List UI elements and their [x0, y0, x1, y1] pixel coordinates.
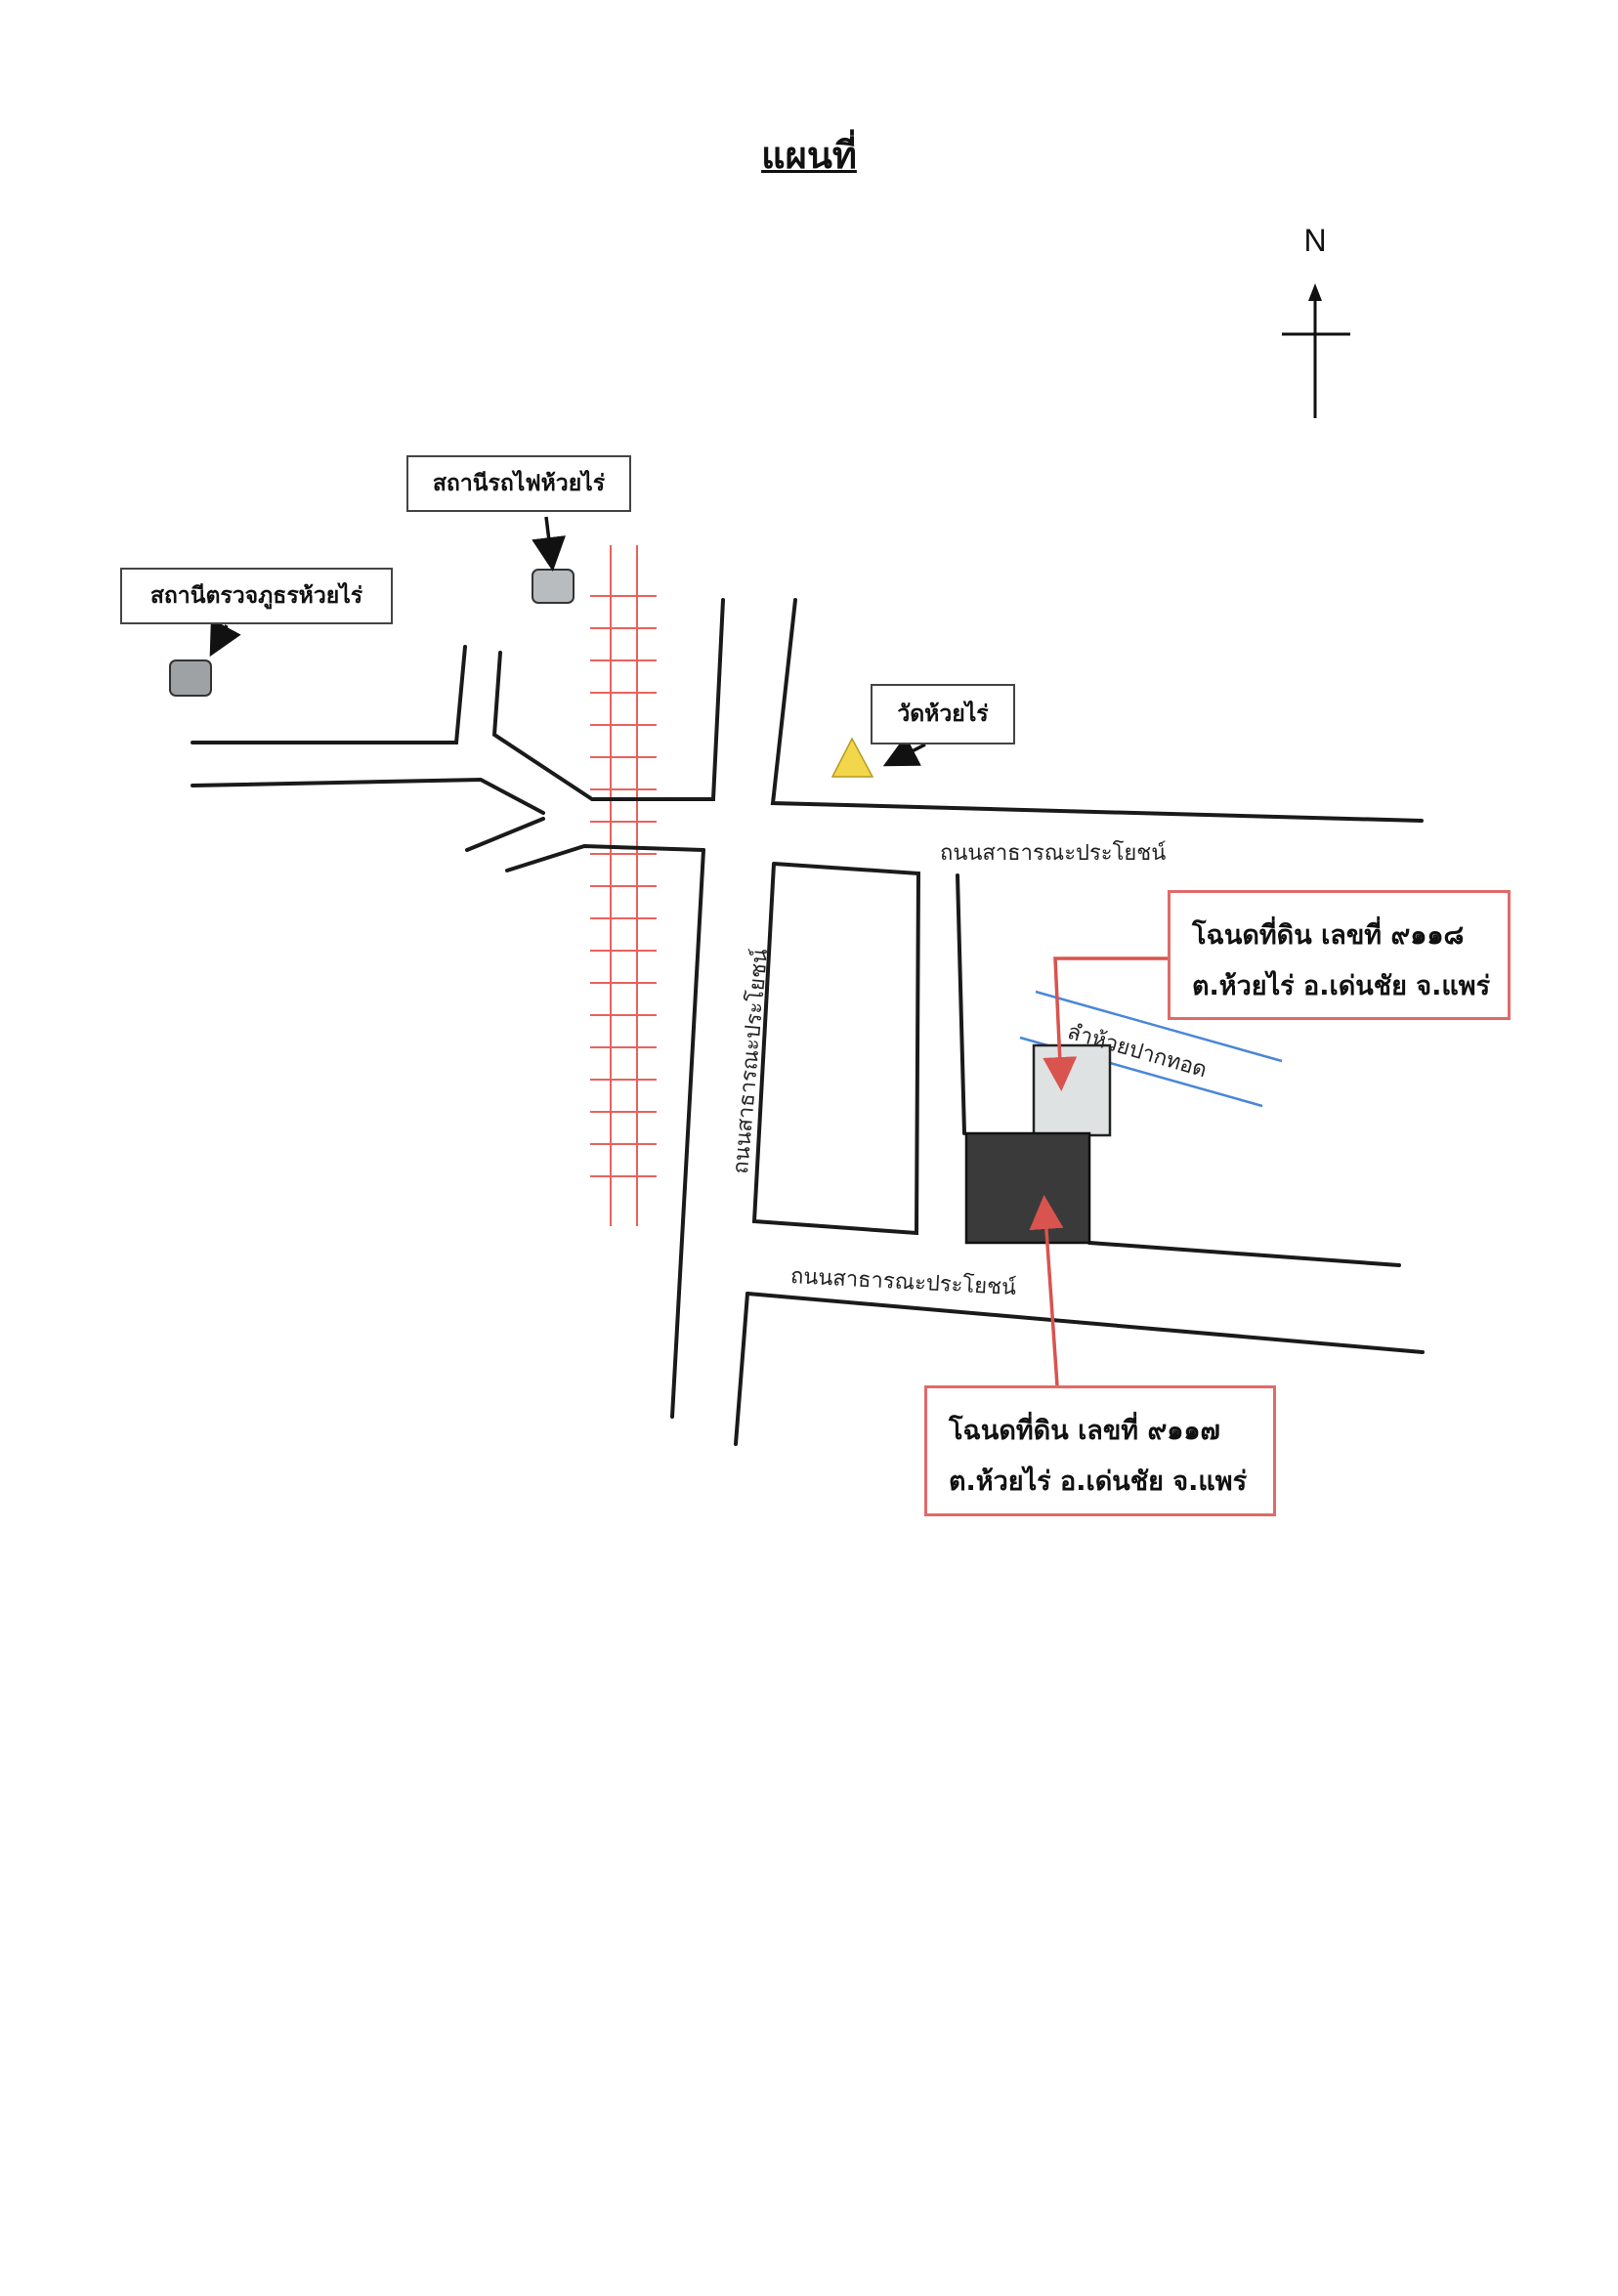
- deed-9118-pointer: [1043, 957, 1169, 1091]
- police-station-marker-icon: [169, 659, 212, 697]
- deed-9117-line1: โฉนดที่ดิน เลขที่ ๙๑๑๗: [949, 1416, 1220, 1446]
- deed-9118-line2: ต.ห้วยไร่ อ.เด่นชัย จ.แพร่: [1192, 971, 1491, 1001]
- road-network: [191, 598, 1425, 1446]
- temple-marker-icon: [830, 737, 874, 778]
- police-station-label: สถานีตรวจภูธรห้วยไร่: [120, 568, 393, 624]
- railway-track: [590, 545, 657, 1226]
- north-arrow-icon: [1282, 283, 1350, 418]
- north-label: N: [1303, 223, 1327, 258]
- temple-label: วัดห้วยไร่: [871, 684, 1015, 744]
- plot-9118: [1032, 1043, 1112, 1137]
- railway-station-pointer: [532, 516, 566, 572]
- deed-9117-pointer: [1029, 1195, 1064, 1386]
- police-station-pointer: [209, 618, 241, 658]
- railway-station-label: สถานีรถไฟห้วยไร่: [406, 455, 631, 512]
- deed-9118-callout: โฉนดที่ดิน เลขที่ ๙๑๑๘ ต.ห้วยไร่ อ.เด่นช…: [1168, 890, 1511, 1020]
- deed-9118-line1: โฉนดที่ดิน เลขที่ ๙๑๑๘: [1192, 920, 1465, 951]
- temple-pointer: [882, 735, 926, 767]
- road-name-north: ถนนสาธารณะประโยชน์: [940, 841, 1167, 866]
- page-title: แผนที่: [761, 134, 857, 177]
- plot-9117: [964, 1131, 1091, 1245]
- deed-9117-callout: โฉนดที่ดิน เลขที่ ๙๑๑๗ ต.ห้วยไร่ อ.เด่นช…: [924, 1385, 1276, 1516]
- deed-9117-line2: ต.ห้วยไร่ อ.เด่นชัย จ.แพร่: [949, 1467, 1248, 1497]
- railway-station-marker-icon: [532, 569, 575, 604]
